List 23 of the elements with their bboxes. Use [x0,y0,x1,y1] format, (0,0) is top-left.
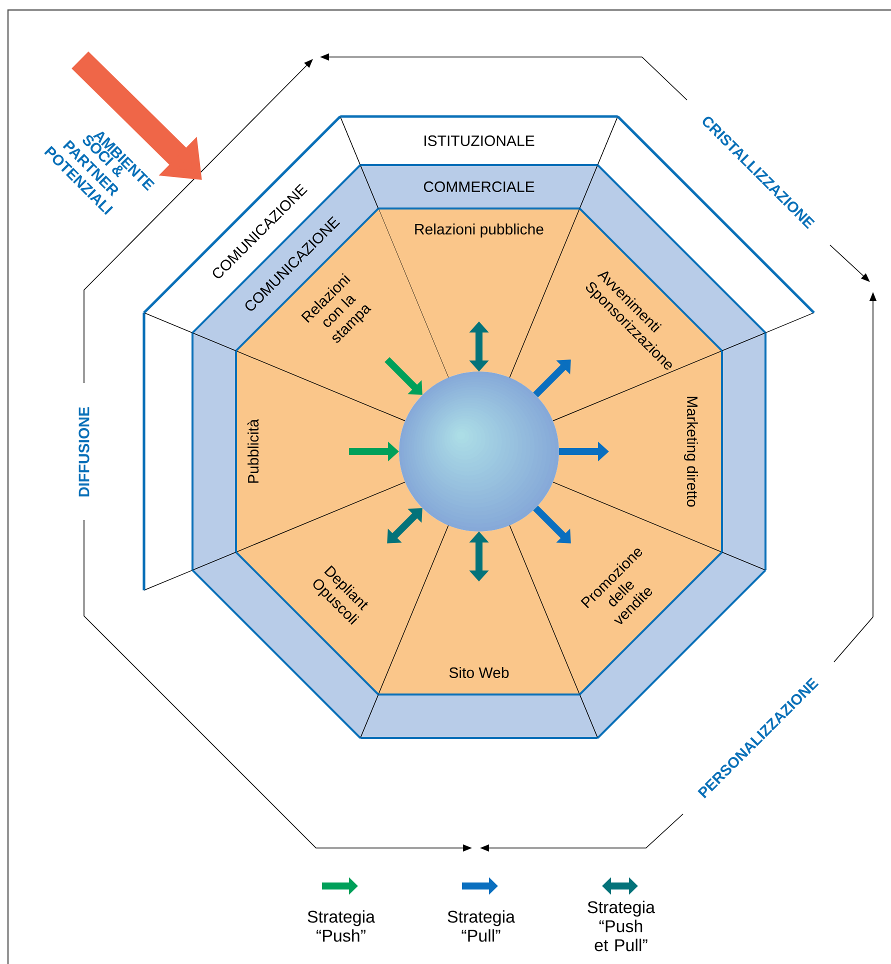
node-label: COMMERCIALE [424,181,534,192]
band-segment [192,332,237,571]
band-segment [142,312,193,591]
legend-text: Strategia “Push et Pull” [588,900,656,952]
node-label: Sito Web [449,666,509,678]
band-segment: ISTITUZIONALE [340,115,618,166]
legend-text: Strategia “Pull” [448,910,516,942]
legend-text: Strategia “Push” [308,910,376,942]
band-segment: COMMERCIALE [360,164,598,210]
sector: Sito Web [378,525,580,695]
block-arrow [533,360,571,398]
sector: Relazioni pubbliche [378,208,580,378]
block-arrow [533,506,571,544]
sector: Pubblicità [236,350,406,552]
block-arrow [384,357,422,395]
globe [399,372,559,532]
band-segment [192,551,380,739]
phase-label: DIFFUSIONE [78,407,90,496]
band-segment [360,694,598,739]
node-label: Pubblicità [247,418,259,483]
band-segment [721,332,766,571]
node-label: ISTITUZIONALE [424,135,534,146]
block-arrow [387,508,422,544]
